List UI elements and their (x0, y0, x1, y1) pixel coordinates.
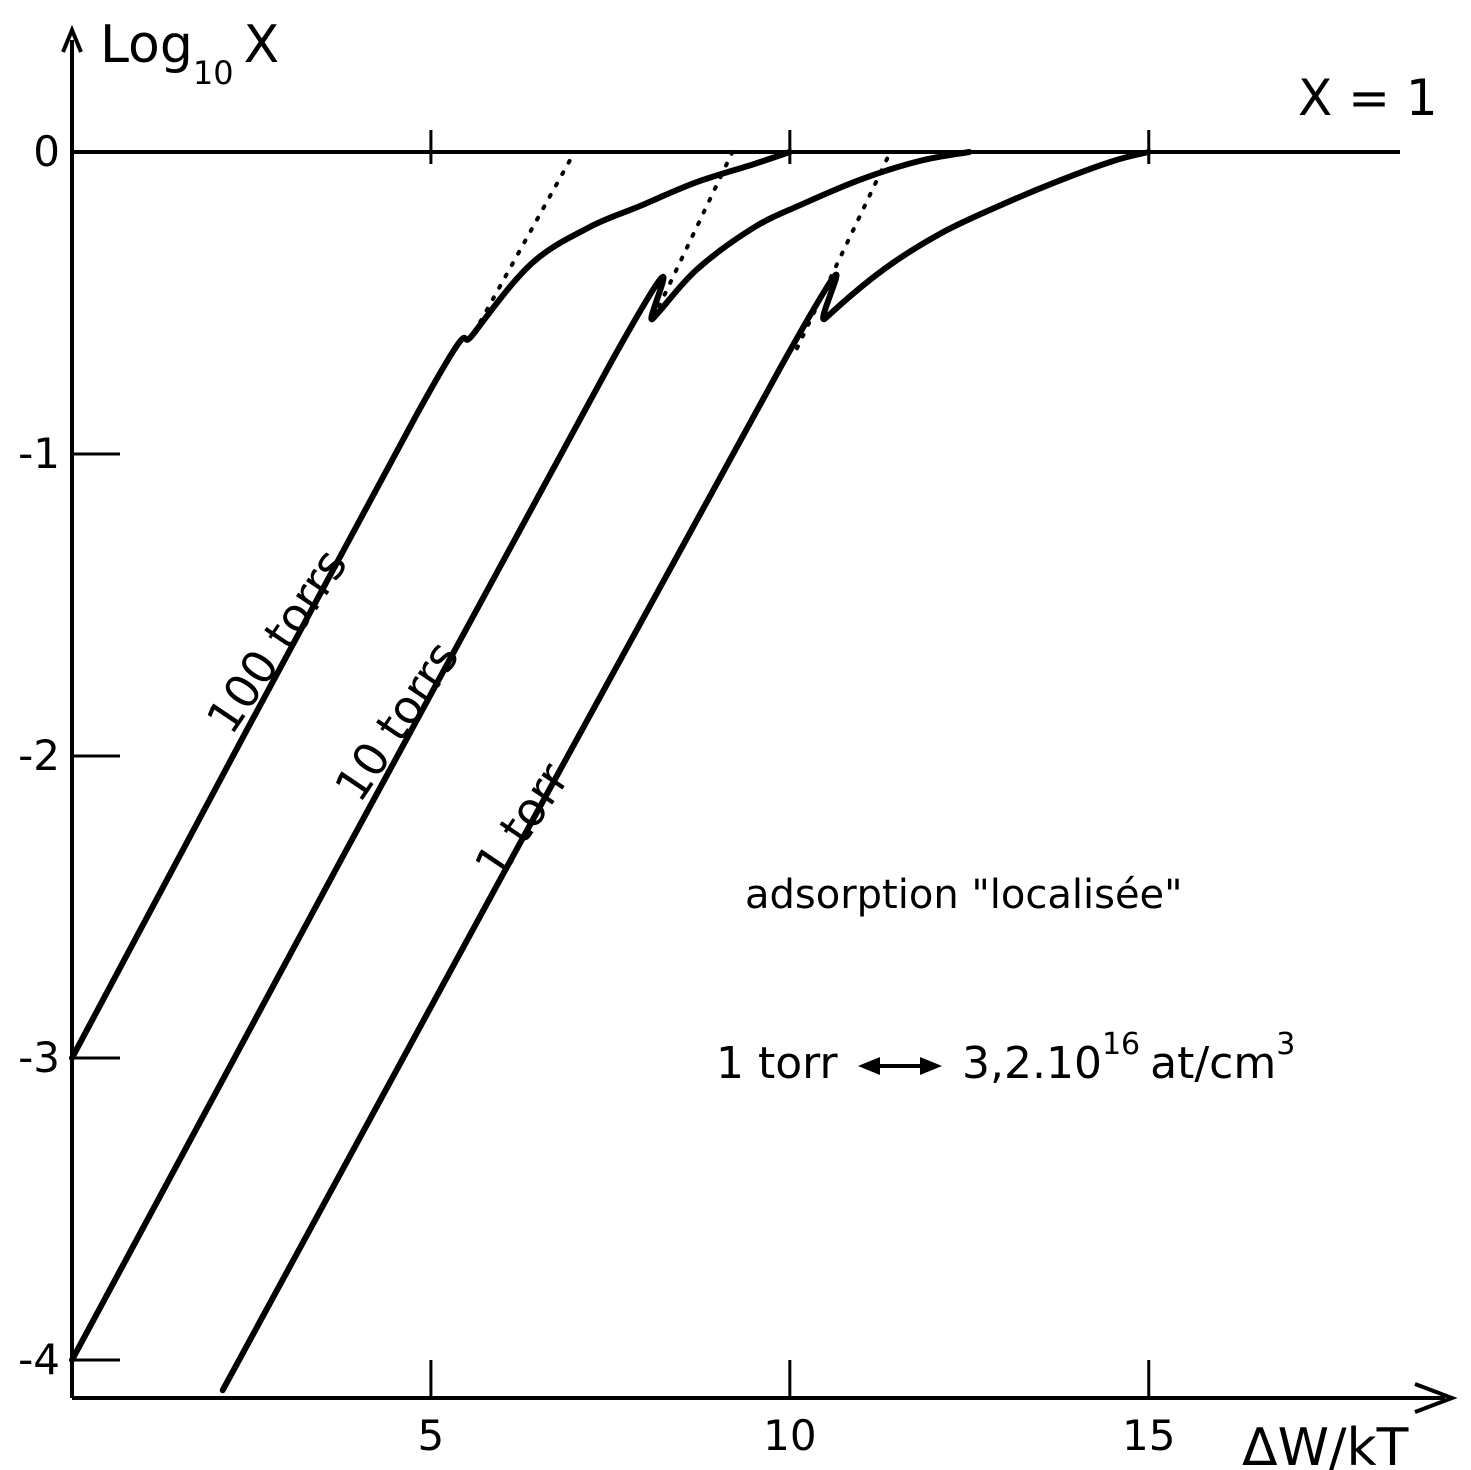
conversion-left: 1 torr (716, 1038, 838, 1089)
curve-1-torr (219, 149, 1152, 1394)
conversion-value: 3,2.10 (962, 1038, 1102, 1089)
x-axis-title: ΔW/kT (1242, 1418, 1409, 1470)
conversion-note: 1 torr 3,2.1016 at/cm3 (716, 1027, 1295, 1089)
y-tick-label: -3 (18, 1033, 60, 1082)
series-label-1-torr: 1 torr (464, 753, 580, 889)
ticks: 0 -1 -2 -3 -4 5 10 15 (18, 127, 1175, 1460)
x-tick-label: 10 (763, 1411, 816, 1460)
conversion-right: 3,2.1016 at/cm3 (962, 1027, 1295, 1089)
adsorption-note: adsorption "localisée" (745, 872, 1183, 918)
axes (61, 24, 1458, 1414)
y-tick-label: -4 (18, 1335, 60, 1384)
asymptote-100-torrs (471, 150, 577, 336)
conversion-exponent: 16 (1102, 1027, 1140, 1062)
y-tick-label: 0 (33, 127, 60, 176)
y-axis-title-main: Log (100, 15, 193, 75)
y-axis-title-var: X (244, 15, 280, 75)
curve-100-torrs (69, 149, 793, 1061)
y-tick-label: -2 (18, 731, 60, 780)
y-axis-title-sub: 10 (193, 54, 234, 92)
y-axis-title: Log10 X (100, 15, 279, 92)
y-tick-label: -1 (18, 429, 60, 478)
double-arrow-icon (858, 1057, 942, 1075)
asymptote-10-torrs (651, 150, 735, 321)
conversion-unit: at/cm (1150, 1038, 1276, 1089)
y-axis-arrow-icon (61, 24, 83, 53)
series-label-10-torrs: 10 torrs (324, 631, 470, 811)
x-axis-arrow-icon (1414, 1382, 1458, 1414)
x-tick-label: 5 (418, 1411, 445, 1460)
asymptote-1-torr (795, 150, 893, 351)
series-label-100-torrs: 100 torrs (196, 539, 358, 743)
x-tick-label: 15 (1122, 1411, 1175, 1460)
reference-line-label: X = 1 (1298, 69, 1438, 127)
conversion-unit-exponent: 3 (1276, 1027, 1295, 1062)
curve-10-torrs (69, 149, 973, 1363)
